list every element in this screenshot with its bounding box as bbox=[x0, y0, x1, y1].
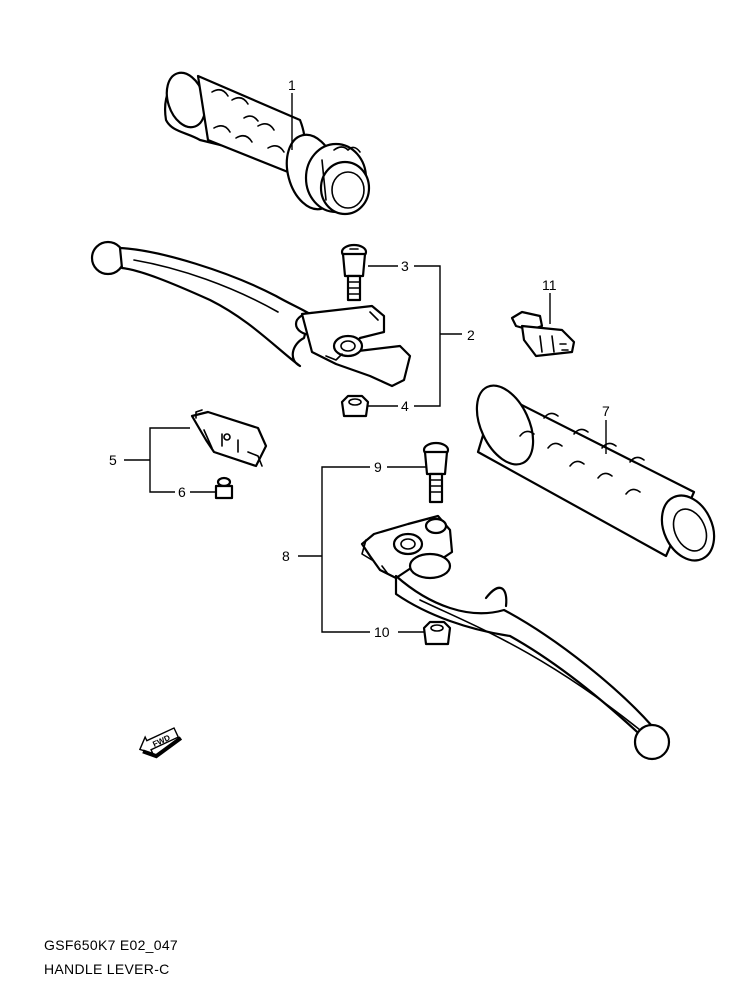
callout-9: 9 bbox=[374, 459, 382, 475]
leader-lines bbox=[124, 93, 607, 633]
lever-part-8 bbox=[360, 514, 671, 761]
callout-7: 7 bbox=[602, 403, 610, 419]
callout-4: 4 bbox=[401, 398, 409, 414]
callout-5: 5 bbox=[109, 452, 117, 468]
left-grip-part-7 bbox=[475, 384, 716, 562]
callout-10: 10 bbox=[374, 624, 390, 640]
throttle-grip-part-1 bbox=[164, 71, 371, 216]
nut-part-10 bbox=[422, 620, 452, 646]
callouts: 1 2 3 4 5 6 7 8 9 10 11 bbox=[109, 77, 610, 640]
callout-3: 3 bbox=[401, 258, 409, 274]
callout-1: 1 bbox=[288, 77, 296, 93]
lever-part-2 bbox=[90, 240, 412, 388]
callout-6: 6 bbox=[178, 484, 186, 500]
callout-8: 8 bbox=[282, 548, 290, 564]
bracket-part-5 bbox=[190, 409, 268, 468]
nut-part-4 bbox=[340, 394, 370, 418]
switch-part-11 bbox=[510, 310, 576, 358]
diagram-title: HANDLE LEVER-C bbox=[44, 961, 170, 977]
diagram-code: GSF650K7 E02_047 bbox=[44, 937, 179, 953]
callout-2: 2 bbox=[467, 327, 475, 343]
fwd-arrow-icon: FWD bbox=[138, 727, 183, 759]
pivot-bolt-part-9 bbox=[422, 441, 450, 504]
pivot-bolt-part-3 bbox=[340, 243, 368, 302]
callout-11: 11 bbox=[542, 277, 557, 293]
screw-part-6 bbox=[214, 476, 234, 500]
